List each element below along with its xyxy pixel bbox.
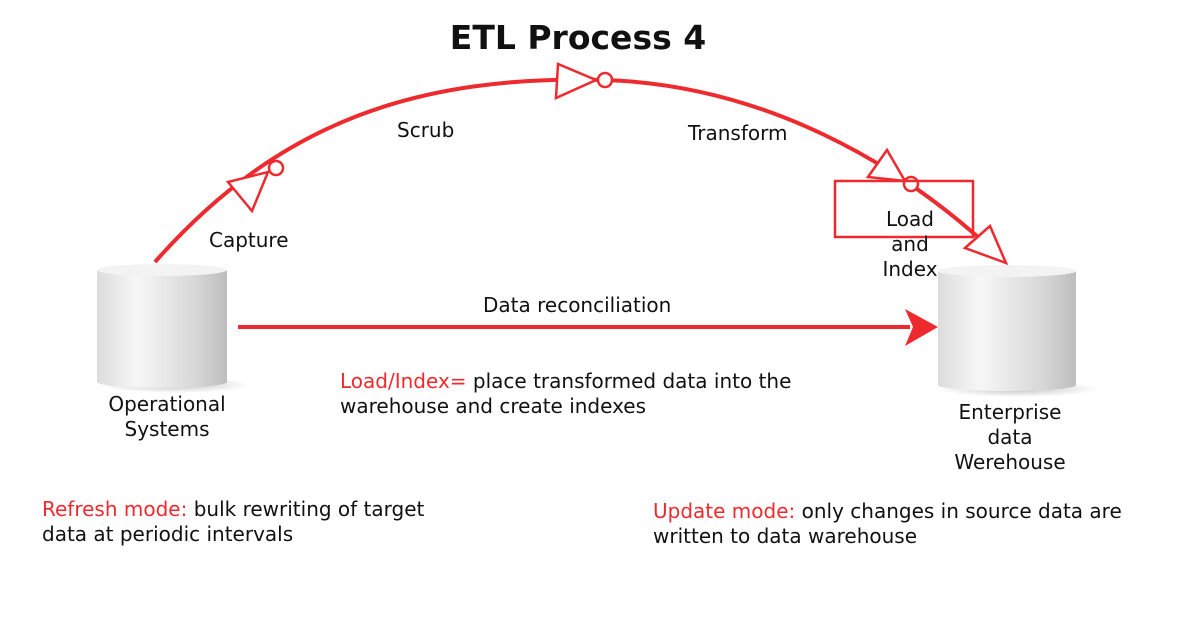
data-reconciliation-label: Data reconciliation [483,293,672,317]
load-label-line: and [891,232,929,256]
step-transform-label: Transform [688,121,788,145]
source-label-line: Systems [124,417,210,441]
operational-systems-cylinder [97,264,250,393]
note-text: place transformed data into the [466,369,792,393]
scrub-node-icon [596,71,614,89]
step-scrub-label: Scrub [397,118,455,142]
note-term: Refresh mode: [42,497,188,521]
source-label: Operational Systems [92,392,242,442]
source-label-line: Operational [108,392,226,416]
reconciliation-arrowhead-icon [905,309,938,346]
step-load-index-label: Load and Index [860,207,960,282]
load-label-line: Load [886,207,934,231]
note-term: Update mode: [653,499,796,523]
step-capture-label: Capture [209,228,289,252]
capture-node-icon [267,159,285,177]
transform-arrowhead-icon [865,147,908,183]
load-index-note: Load/Index= place transformed data into … [340,369,791,419]
data-warehouse-cylinder [938,265,1098,397]
transform-node-icon [902,175,920,193]
load-index-box [833,179,975,239]
target-label-line: data [987,425,1033,449]
target-label: Enterprise data Werehouse [935,400,1085,475]
diagram-title: ETL Process 4 [449,18,707,57]
load-arrowhead-icon [962,223,1009,266]
target-label-line: Enterprise [958,400,1062,424]
note-text: data at periodic intervals [42,522,294,546]
load-label-line: Index [882,257,938,281]
update-mode-note: Update mode: only changes in source data… [653,499,1122,549]
note-text: only changes in source data are [795,499,1122,523]
scrub-arrowhead-icon [554,62,600,100]
note-text: warehouse and create indexes [340,394,647,418]
note-text: written to data warehouse [653,524,918,548]
target-label-line: Werehouse [954,450,1066,474]
refresh-mode-note: Refresh mode: bulk rewriting of target d… [42,497,424,547]
note-text: bulk rewriting of target [187,497,425,521]
note-term: Load/Index= [340,369,467,393]
capture-arrowhead-icon [225,170,271,214]
